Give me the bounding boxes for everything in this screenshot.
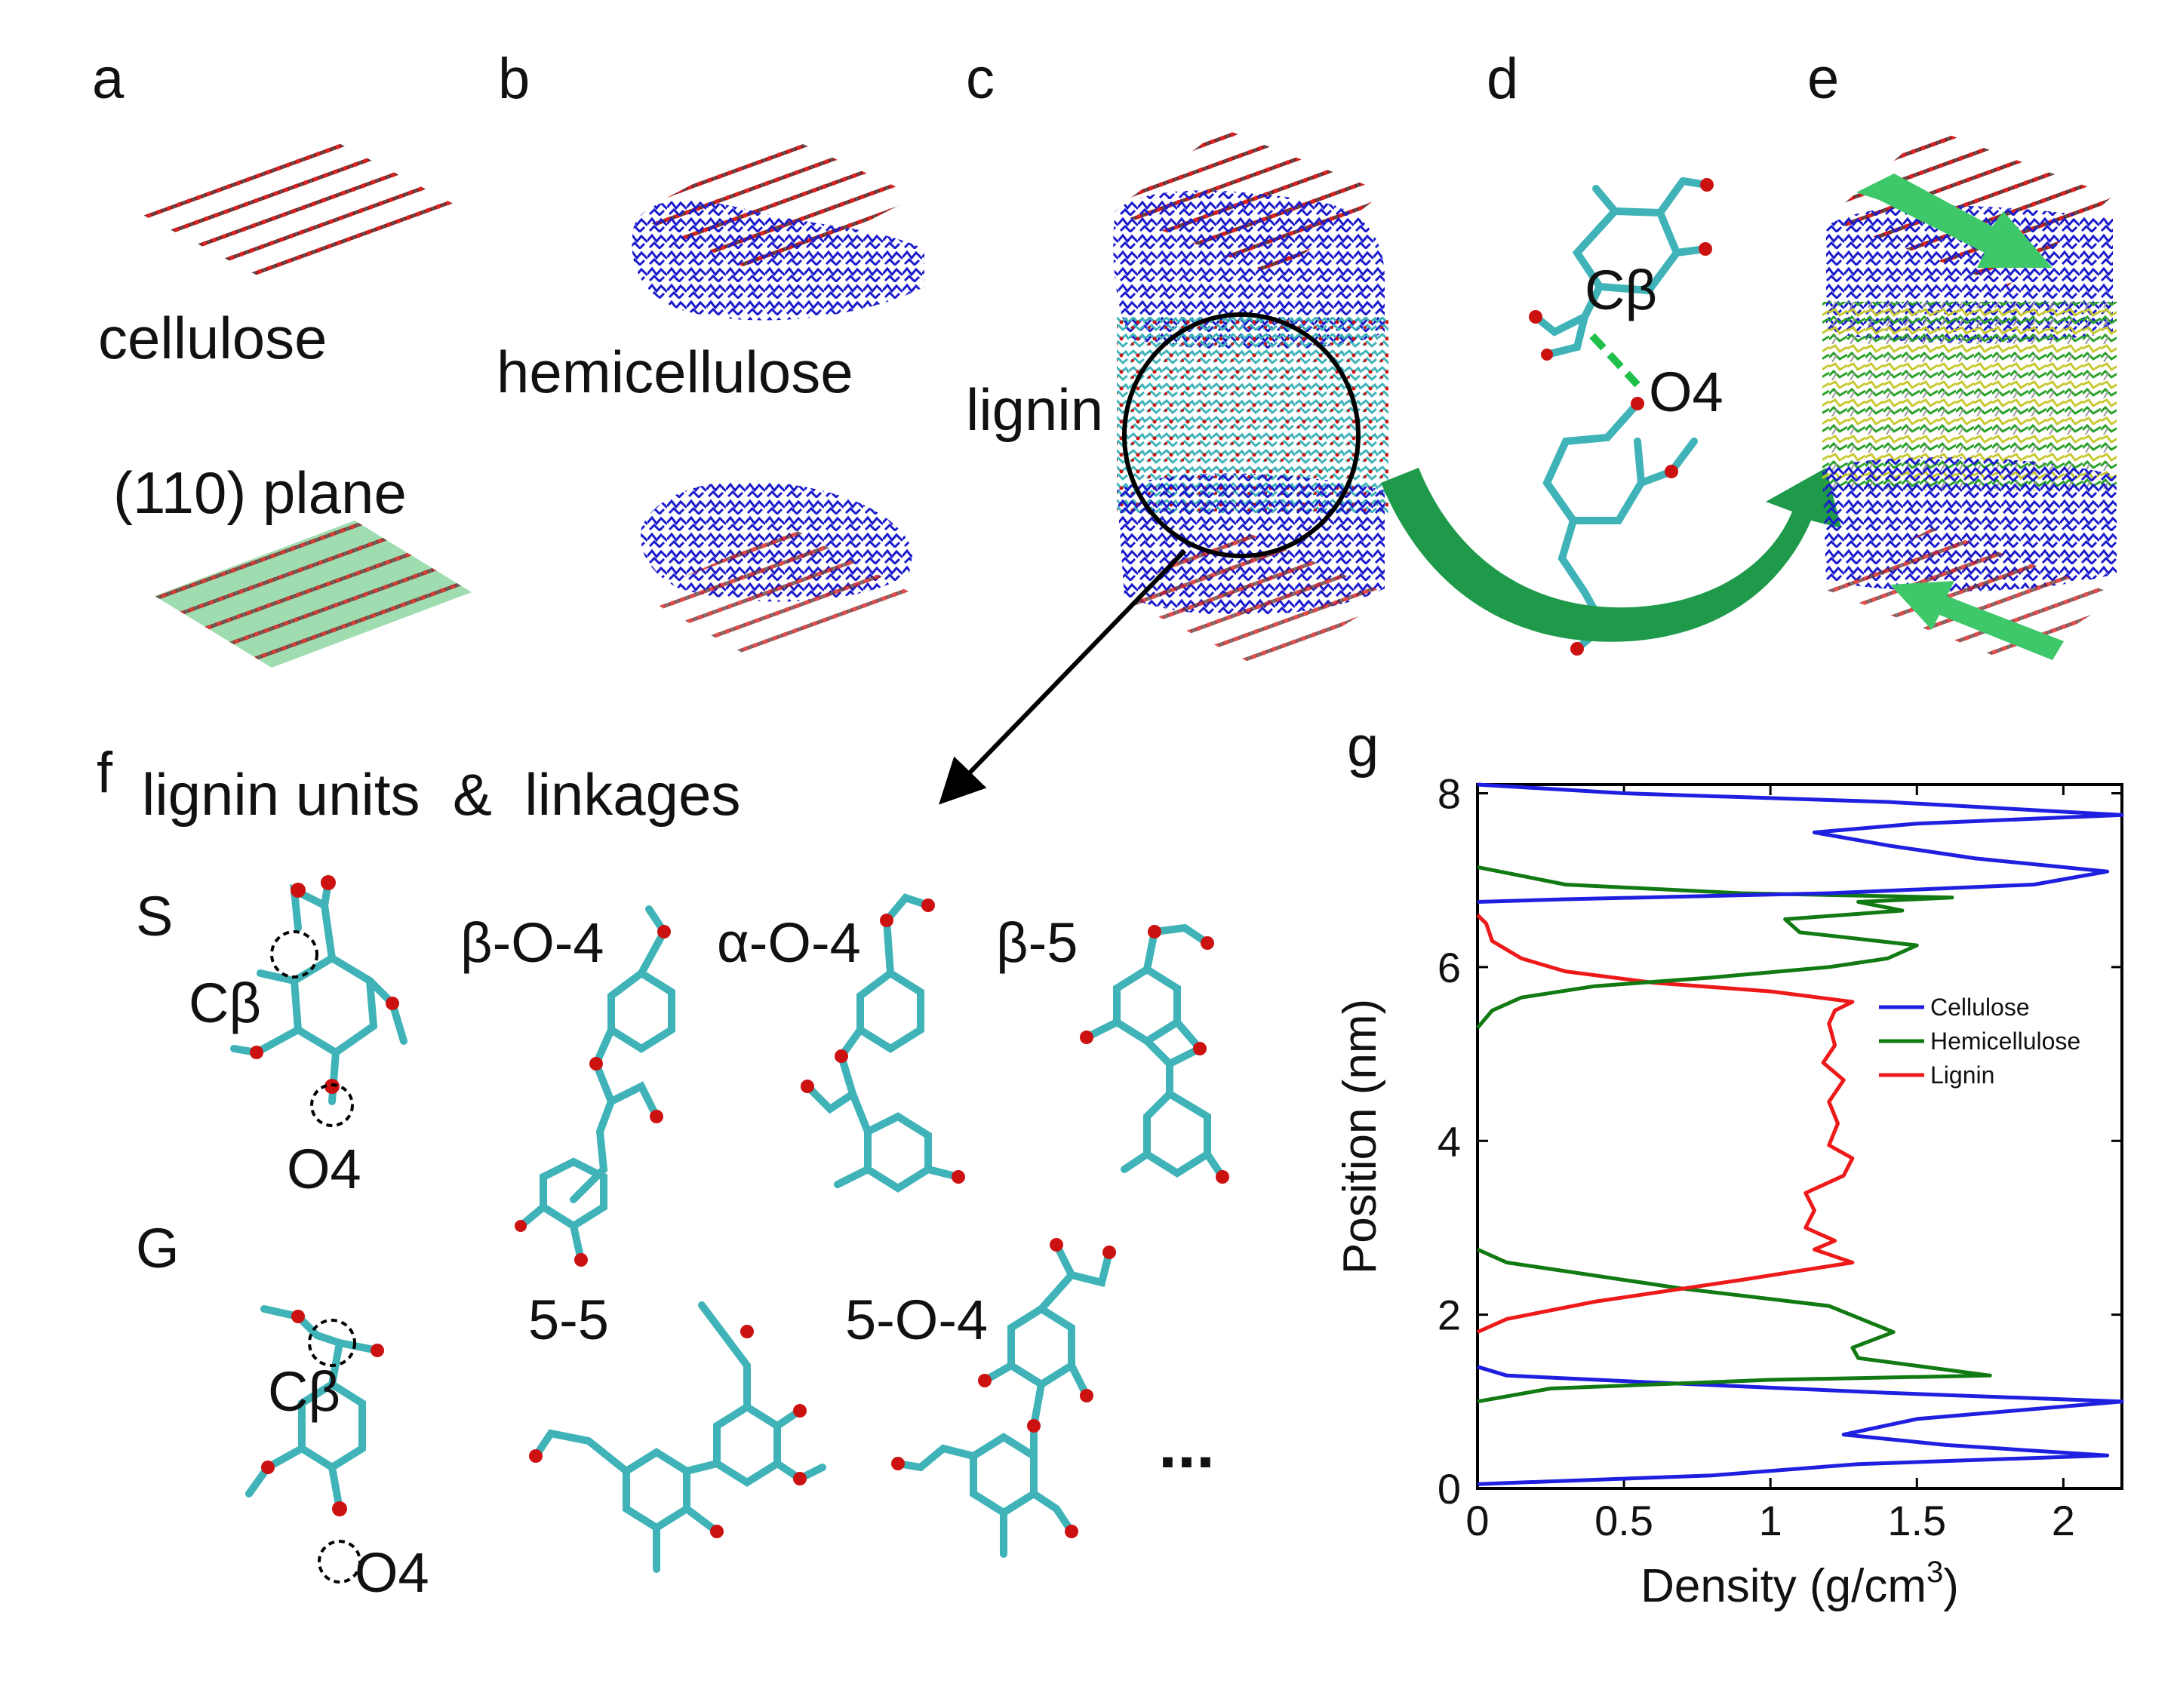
legend-label: Lignin xyxy=(1930,1061,1994,1089)
panel-g-letter: g xyxy=(1347,714,1379,779)
g-unit-molecule xyxy=(245,1305,381,1513)
panel-a-letter: a xyxy=(92,47,125,111)
hemicellulose-layer-top xyxy=(632,136,924,321)
panel-f-letter: f xyxy=(97,741,113,805)
s-o4-label: O4 xyxy=(287,1138,361,1200)
x-tick-label: 2 xyxy=(2052,1497,2075,1544)
ellipsis: ... xyxy=(1158,1407,1215,1482)
panel-d-letter: d xyxy=(1487,47,1518,111)
panel-b-letter: b xyxy=(498,47,530,111)
panel-e-letter: e xyxy=(1807,47,1839,111)
cellulose-label: cellulose xyxy=(98,305,327,371)
hemicellulose-label: hemicellulose xyxy=(497,339,853,405)
x-tick-label: 0.5 xyxy=(1594,1497,1653,1544)
x-axis-label: Density (g/cm3) xyxy=(1640,1556,1959,1612)
cbeta-o4-bond xyxy=(1589,333,1640,388)
s-unit-oxygens xyxy=(250,875,399,1094)
alpha-o-4-oxygens xyxy=(801,899,965,1184)
linkage-label-2: α-O-4 xyxy=(717,911,861,974)
beta-5-oxygens xyxy=(1080,925,1229,1184)
linkage-label-4: 5-5 xyxy=(528,1289,609,1351)
g-unit-oxygens xyxy=(261,1310,384,1516)
lignin-zoom-circle xyxy=(1122,312,1361,558)
5-o-4-oxygens xyxy=(891,1238,1116,1538)
compression-arrow-top xyxy=(1856,174,2053,268)
lignin-system-model xyxy=(1113,128,1392,671)
plot-frame xyxy=(1476,783,2123,1490)
x-tick-label: 1.5 xyxy=(1887,1497,1946,1544)
linkage-label-1: β-O-4 xyxy=(460,911,604,974)
plane-110-label: (110) plane xyxy=(113,459,407,526)
x-tick-label: 1 xyxy=(1759,1497,1782,1544)
y-tick-label: 8 xyxy=(1438,770,1461,818)
linkage-label-3: β-5 xyxy=(996,911,1078,974)
cellulose-sheet-plane xyxy=(155,521,472,668)
oxygen-atoms-top xyxy=(1529,178,1714,361)
g-cbeta-label: Cβ xyxy=(268,1360,340,1423)
x-tick-label: 0 xyxy=(1465,1497,1489,1544)
5-o-4-molecule xyxy=(894,1241,1113,1558)
s-cbeta-label: Cβ xyxy=(189,972,261,1034)
series-line-hemicellulose xyxy=(1476,1247,1992,1404)
series-line-hemicellulose xyxy=(1476,865,1954,1030)
legend-label: Hemicellulose xyxy=(1930,1028,2080,1055)
panel-c-letter: c xyxy=(966,47,995,111)
crosslinked-system-model xyxy=(1822,128,2120,664)
unit-s-label: S xyxy=(136,885,173,948)
legend-label: Cellulose xyxy=(1930,994,2030,1021)
g-o4-marker xyxy=(318,1540,361,1584)
y-tick-label: 6 xyxy=(1438,944,1461,991)
transform-arrow xyxy=(1381,468,1841,642)
lignin-label: lignin xyxy=(966,376,1103,443)
y-tick-label: 4 xyxy=(1438,1117,1461,1165)
hemicellulose-layer-bottom xyxy=(641,481,917,664)
cbeta-label-d: Cβ xyxy=(1585,259,1657,321)
beta-o-4-oxygens xyxy=(515,925,671,1267)
lignin-units-title: lignin units & linkages xyxy=(142,761,740,828)
linkage-label-5: 5-O-4 xyxy=(845,1289,988,1351)
zoom-arrow xyxy=(939,548,1187,805)
alpha-o-4-molecule xyxy=(804,893,962,1193)
series-line-cellulose xyxy=(1477,1365,2124,1486)
y-tick-label: 0 xyxy=(1438,1465,1461,1513)
compression-arrow-bottom xyxy=(1890,581,2064,660)
5-5-oxygens xyxy=(529,1325,807,1538)
series-line-lignin xyxy=(1476,914,1855,1334)
s-o4-marker xyxy=(310,1083,354,1127)
series-line-cellulose xyxy=(1477,782,2124,904)
oxygen-atoms-bottom xyxy=(1570,397,1678,656)
y-tick-label: 2 xyxy=(1438,1292,1461,1339)
g-o4-label: O4 xyxy=(355,1541,429,1604)
s-cbeta-marker xyxy=(270,930,318,978)
o4-label-d: O4 xyxy=(1649,361,1724,423)
unit-g-label: G xyxy=(136,1217,180,1279)
g-cbeta-marker xyxy=(308,1319,356,1367)
y-axis-label: Position (nm) xyxy=(1334,999,1386,1274)
beta-5-molecule xyxy=(1083,923,1226,1181)
cellulose-sheet-top xyxy=(136,140,460,279)
